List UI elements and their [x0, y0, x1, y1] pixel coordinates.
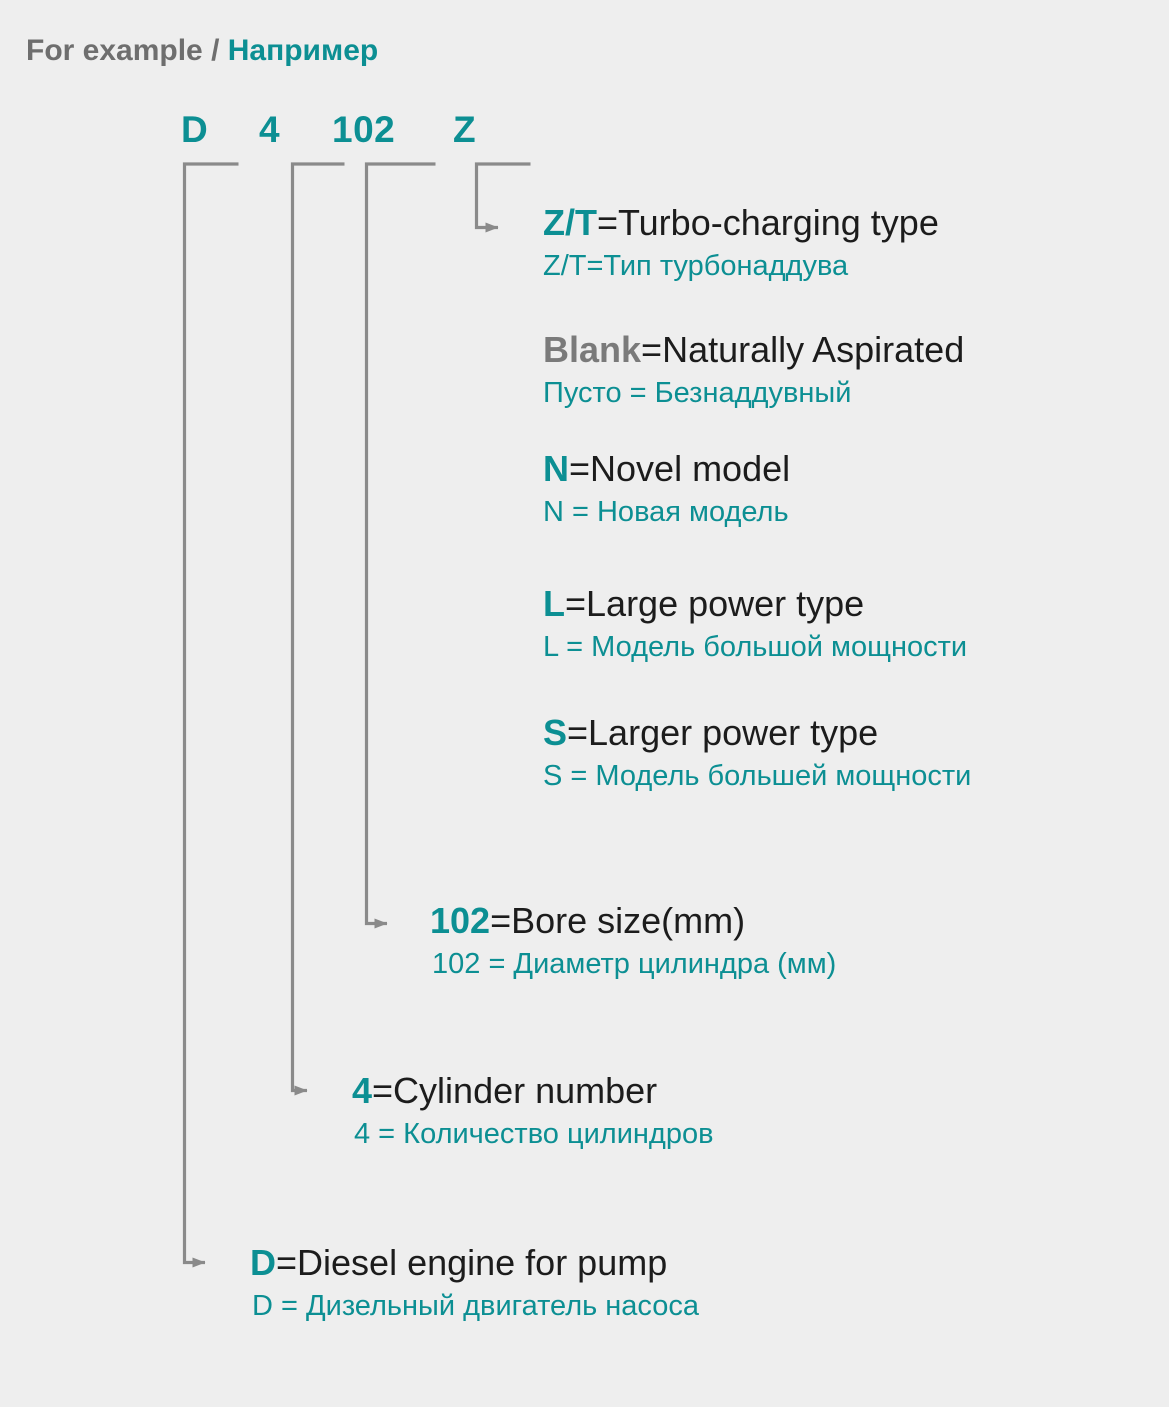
definition-102: 102=Bore size(mm) 102 = Диаметр цилиндра… — [430, 900, 837, 981]
connector-line-z — [474, 162, 531, 233]
definition-blank-english: Blank=Naturally Aspirated — [543, 329, 965, 370]
definition-d: D=Diesel engine for pump D = Дизельный д… — [250, 1242, 700, 1323]
definition-zt: Z/T=Turbo-charging type Z/T=Тип турбонад… — [543, 202, 939, 283]
definition-n-text: =Novel model — [569, 448, 791, 489]
code-segment-d: D — [181, 109, 209, 150]
definition-s-english: S=Larger power type — [543, 712, 971, 753]
definition-l-russian: L = Модель большой мощности — [543, 630, 968, 663]
definition-4: 4=Cylinder number 4 = Количество цилиндр… — [352, 1070, 714, 1151]
definition-4-text: =Cylinder number — [372, 1070, 658, 1111]
definition-s-key: S — [543, 712, 568, 753]
definition-d-key: D — [250, 1242, 276, 1283]
definition-n-english: N=Novel model — [543, 448, 791, 489]
code-segment-z: Z — [453, 109, 477, 150]
definition-4-english: 4=Cylinder number — [352, 1070, 714, 1111]
definition-d-russian: D = Дизельный двигатель насоса — [252, 1289, 700, 1322]
definition-s-russian: S = Модель большей мощности — [543, 759, 972, 792]
connector-line-102 — [364, 162, 436, 929]
definition-l-english: L=Large power type — [543, 583, 967, 624]
code-segment-102: 102 — [332, 109, 396, 150]
definition-l: L=Large power type L = Модель большой мо… — [543, 583, 968, 664]
definition-blank-russian: Пусто = Безнаддувный — [543, 376, 852, 409]
definition-l-key: L — [543, 583, 565, 624]
definition-d-english: D=Diesel engine for pump — [250, 1242, 699, 1283]
definition-n-russian: N = Новая модель — [543, 495, 789, 528]
definition-blank-text: =Naturally Aspirated — [641, 329, 965, 370]
page-title: For example / Например — [26, 36, 378, 66]
definition-s: S=Larger power type S = Модель большей м… — [543, 712, 972, 793]
connector-line-4 — [290, 162, 345, 1096]
definition-4-russian: 4 = Количество цилиндров — [354, 1117, 714, 1150]
page-title-english: For example — [26, 34, 203, 67]
definition-zt-english: Z/T=Turbo-charging type — [543, 202, 939, 243]
definition-102-key: 102 — [430, 900, 491, 941]
connector-line-d — [182, 162, 239, 1268]
definition-zt-russian: Z/T=Тип турбонаддува — [543, 249, 849, 282]
definition-102-text: =Bore size(mm) — [490, 900, 746, 941]
definition-blank-key: Blank — [543, 329, 642, 370]
definition-l-text: =Large power type — [565, 583, 865, 624]
definition-n-key: N — [543, 448, 569, 489]
page-title-russian: Например — [227, 34, 379, 67]
definition-4-key: 4 — [352, 1070, 373, 1111]
definition-zt-key: Z/T — [543, 202, 597, 243]
definition-s-text: =Larger power type — [567, 712, 879, 753]
definition-n: N=Novel model N = Новая модель — [543, 448, 791, 529]
definition-102-russian: 102 = Диаметр цилиндра (мм) — [432, 947, 837, 980]
definition-blank: Blank=Naturally Aspirated Пусто = Безнад… — [543, 329, 965, 410]
code-segment-4: 4 — [259, 109, 281, 150]
definition-102-english: 102=Bore size(mm) — [430, 900, 836, 941]
definition-d-text: =Diesel engine for pump — [276, 1242, 668, 1283]
page-title-separator: / — [211, 34, 220, 67]
definition-zt-text: =Turbo-charging type — [596, 202, 939, 243]
